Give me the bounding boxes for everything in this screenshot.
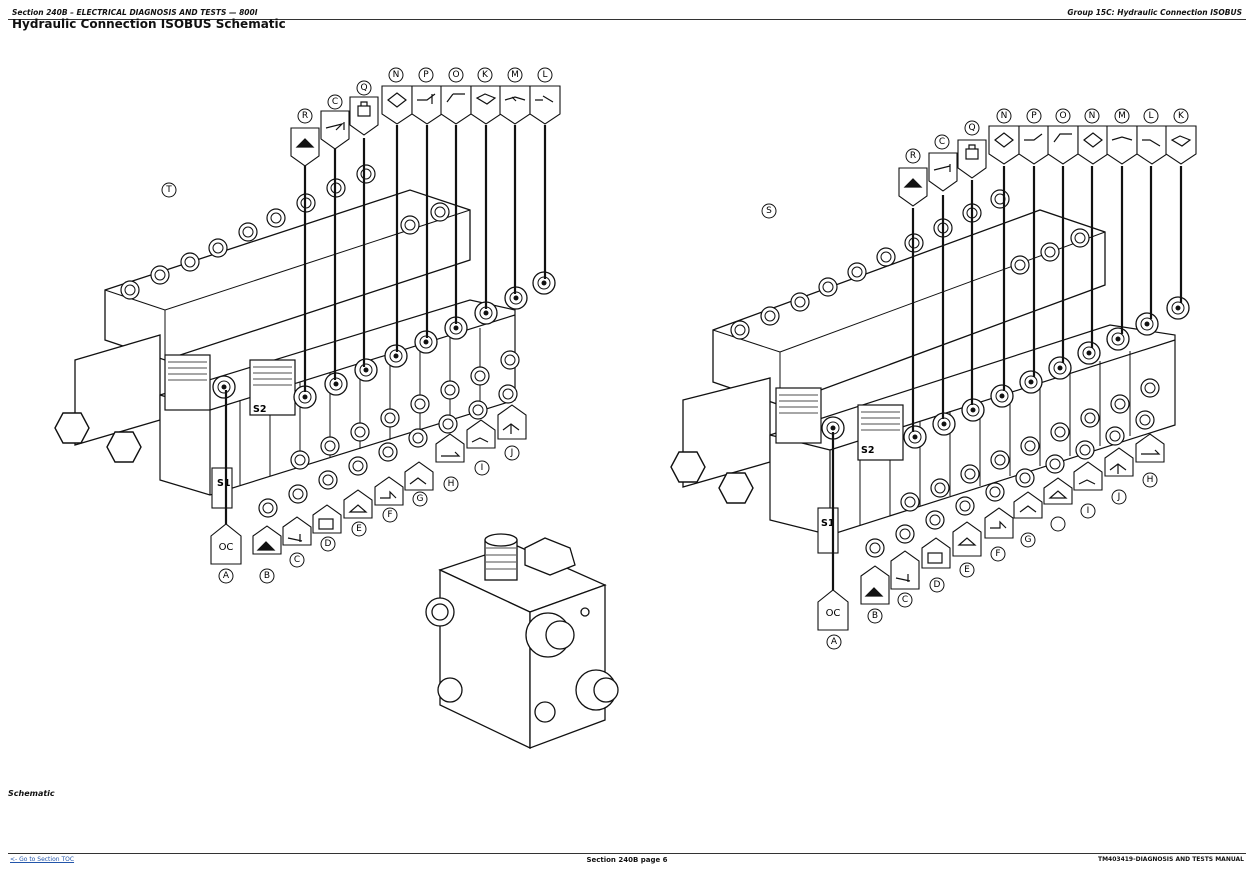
left-callout-bottom-10: J — [510, 448, 514, 458]
right-callout-top-9: L — [1148, 111, 1153, 121]
header-divider — [8, 19, 1246, 20]
center-valve-block — [425, 533, 619, 750]
left-callout-top-1: R — [302, 111, 308, 121]
go-to-section-toc-link[interactable]: <- Go to Section TOC — [10, 856, 75, 863]
header-group-text: Group 15C: Hydraulic Connection ISOBUS — [1067, 8, 1242, 17]
right-callout-bottom-5: E — [964, 565, 970, 575]
left-callout-top-5: P — [423, 70, 429, 80]
left-callout-bottom-1: A — [223, 571, 230, 581]
header-section-text: Section 240B – ELECTRICAL DIAGNOSIS AND … — [12, 8, 258, 17]
left-callout-top-3: Q — [360, 83, 367, 93]
left-callout-top-6: O — [452, 70, 459, 80]
right-callout-bottom-6: F — [995, 549, 1000, 559]
right-callout-top-4: N — [1001, 111, 1008, 121]
left-callout-bottom-5: E — [356, 524, 362, 534]
right-s2-tag: S2 — [861, 445, 874, 456]
left-callout-bottom-3: C — [294, 555, 300, 565]
left-valve-assembly: S1 S2 — [54, 67, 561, 584]
right-callout-top-7: N — [1089, 111, 1096, 121]
right-callout-bottom-2: B — [872, 611, 878, 621]
left-callout-top-2: C — [332, 97, 338, 107]
left-callout-top-9: L — [542, 70, 547, 80]
right-callout-top-10: K — [1178, 111, 1185, 121]
figure-caption: Schematic — [8, 789, 55, 798]
left-callout-top-7: K — [482, 70, 489, 80]
right-callout-bottom-1: A — [831, 637, 838, 647]
right-callout-top-5: P — [1031, 111, 1037, 121]
right-callout-top-3: Q — [968, 123, 975, 133]
left-callout-bottom-2: B — [264, 571, 270, 581]
right-callout-top-1: R — [910, 151, 916, 161]
right-callout-bottom-4: D — [934, 580, 941, 590]
footer-divider — [8, 853, 1246, 854]
left-s1-tag: S1 — [217, 478, 230, 489]
right-callout-top-6: O — [1059, 111, 1066, 121]
left-callout-bottom-8: H — [448, 479, 455, 489]
footer-page-number: Section 240B page 6 — [586, 856, 668, 864]
right-callout-bottom-7: G — [1025, 535, 1032, 545]
right-callout-bottom-8: H — [1147, 475, 1154, 485]
left-callout-bottom-4: D — [325, 539, 332, 549]
left-s2-tag: S2 — [253, 404, 266, 415]
left-callout-bottom-9: I — [481, 463, 484, 473]
right-callout-top-2: C — [939, 137, 945, 147]
left-callout-bottom-6: F — [387, 510, 392, 520]
left-assembly-label: T — [165, 185, 172, 195]
right-callout-bottom-9: I — [1087, 506, 1090, 516]
right-valve-assembly: S1 S2 — [670, 108, 1197, 650]
left-callout-top-8: M — [511, 70, 519, 80]
left-callout-top-4: N — [393, 70, 400, 80]
left-oc-label: OC — [219, 542, 234, 553]
right-assembly-label: S — [766, 206, 772, 216]
right-callout-top-8: M — [1118, 111, 1126, 121]
right-callout-bottom-10: J — [1117, 492, 1121, 502]
page-title: Hydraulic Connection ISOBUS Schematic — [12, 17, 286, 31]
left-callout-bottom-7: G — [417, 494, 424, 504]
footer-manual-id: TM403419-DIAGNOSIS AND TESTS MANUAL — [1097, 856, 1244, 863]
right-callout-bottom-3: C — [902, 595, 908, 605]
right-s1-tag: S1 — [821, 518, 834, 529]
right-oc-label: OC — [826, 608, 841, 619]
